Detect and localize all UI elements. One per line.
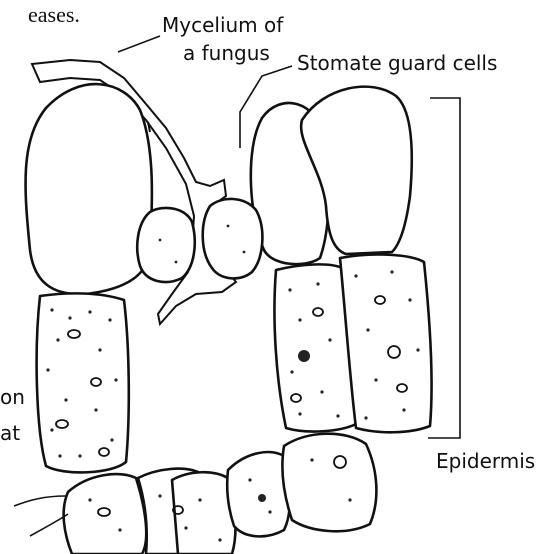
top-caption-fragment: eases.: [28, 2, 80, 27]
epidermis-label: Epidermis: [436, 449, 535, 473]
column-cell-right: [340, 255, 432, 433]
bottom-cell-5: [282, 434, 376, 532]
adjacent-tissue-lines: [14, 496, 68, 536]
mycelium-label-line2: a fungus: [183, 41, 270, 65]
bottom-cell-4: [227, 452, 290, 536]
column-cell-left: [37, 293, 129, 472]
stomate-label: Stomate guard cells: [297, 51, 497, 75]
upper-cell-left: [26, 84, 152, 294]
mycelium-label-line1: Mycelium of: [162, 13, 284, 37]
mycelium-pointer: [118, 36, 160, 52]
guard-cell-left: [137, 208, 195, 282]
bottom-cell-1: [64, 474, 147, 554]
guard-cell-right: [203, 199, 263, 278]
left-caption-fragment-1: on: [0, 385, 25, 409]
left-caption-fragment-2: at: [0, 421, 20, 445]
